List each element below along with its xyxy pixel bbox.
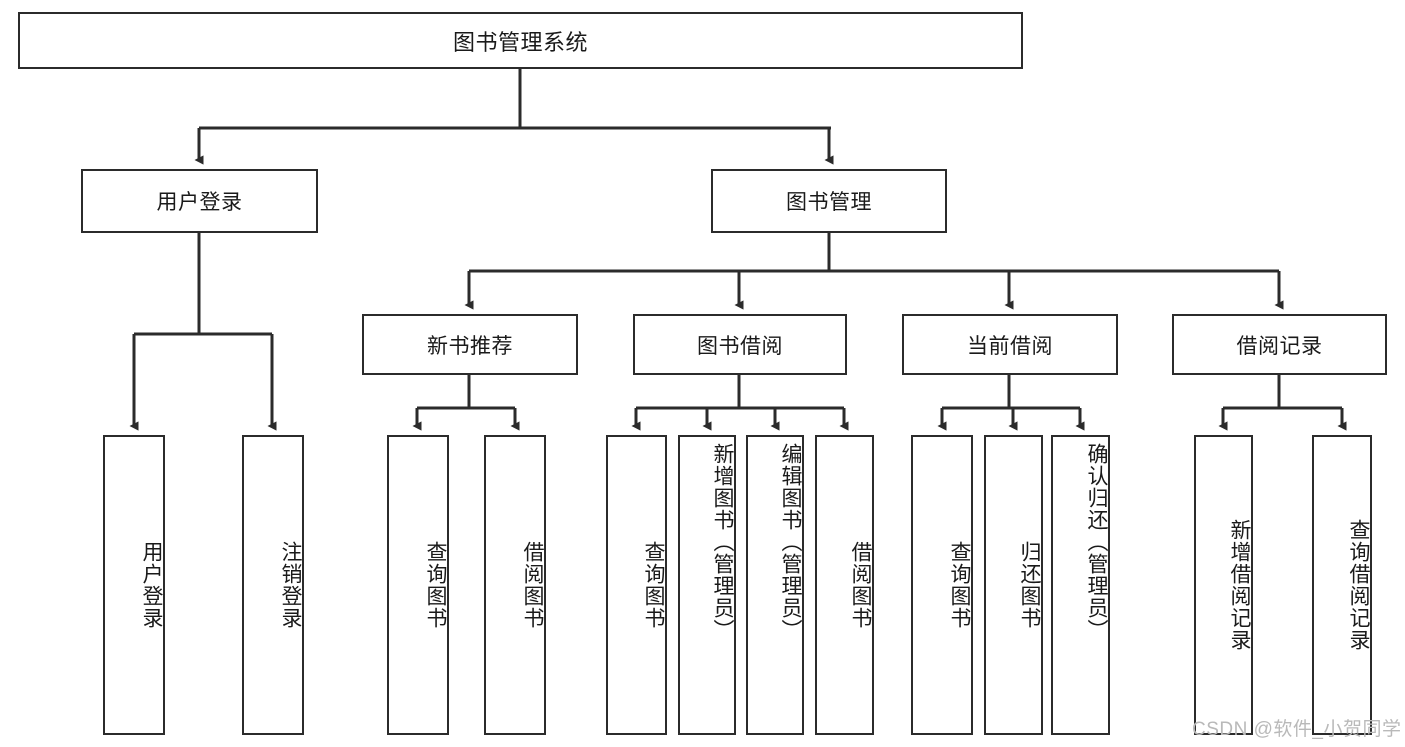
node-label: 借阅图书 <box>849 541 872 629</box>
node-book-management[interactable]: 图书管理 <box>711 169 947 233</box>
node-label: 新书推荐 <box>427 334 513 358</box>
node-label: 查询图书 <box>642 541 665 629</box>
node-new-book-recommend[interactable]: 新书推荐 <box>362 314 578 375</box>
node-label: 借阅记录 <box>1236 334 1323 358</box>
node-label: 用户登录 <box>140 541 163 629</box>
leaf-add-book-admin[interactable]: 新增图书（管理员） <box>678 435 736 735</box>
csdn-watermark: CSDN @软件_小贺同学 <box>1192 719 1402 740</box>
node-borrow-record[interactable]: 借阅记录 <box>1172 314 1387 375</box>
node-current-borrow[interactable]: 当前借阅 <box>902 314 1118 375</box>
leaf-logout-login[interactable]: 注销登录 <box>242 435 304 735</box>
node-label: 查询图书 <box>948 541 971 629</box>
node-book-borrow[interactable]: 图书借阅 <box>633 314 847 375</box>
node-label: 用户登录 <box>156 191 243 214</box>
leaf-query-borrow-record[interactable]: 查询借阅记录 <box>1312 435 1372 735</box>
leaf-borrow-book[interactable]: 借阅图书 <box>815 435 874 735</box>
node-root-system[interactable]: 图书管理系统 <box>18 12 1023 69</box>
leaf-return-book[interactable]: 归还图书 <box>984 435 1043 735</box>
leaf-confirm-return-admin[interactable]: 确认归还（管理员） <box>1051 435 1110 735</box>
leaf-query-book-current[interactable]: 查询图书 <box>911 435 973 735</box>
node-label: 归还图书 <box>1018 541 1041 629</box>
leaf-add-borrow-record[interactable]: 新增借阅记录 <box>1194 435 1253 735</box>
node-label: 确认归还（管理员） <box>1085 443 1108 641</box>
node-label: 新增借阅记录 <box>1228 519 1251 651</box>
node-label: 查询借阅记录 <box>1347 519 1370 651</box>
node-label: 图书管理系统 <box>452 29 588 55</box>
leaf-query-book-recommend[interactable]: 查询图书 <box>387 435 449 735</box>
node-user-login[interactable]: 用户登录 <box>81 169 318 233</box>
node-label: 查询图书 <box>424 541 447 629</box>
leaf-query-book-borrow[interactable]: 查询图书 <box>606 435 667 735</box>
leaf-edit-book-admin[interactable]: 编辑图书（管理员） <box>746 435 804 735</box>
node-label: 图书借阅 <box>697 334 783 358</box>
node-label: 注销登录 <box>279 541 302 629</box>
node-label: 新增图书（管理员） <box>711 443 734 641</box>
node-label: 当前借阅 <box>967 334 1053 358</box>
leaf-user-login[interactable]: 用户登录 <box>103 435 165 735</box>
node-label: 图书管理 <box>786 191 872 214</box>
node-label: 编辑图书（管理员） <box>779 443 802 641</box>
leaf-borrow-book-recommend[interactable]: 借阅图书 <box>484 435 546 735</box>
node-label: 借阅图书 <box>521 541 544 629</box>
